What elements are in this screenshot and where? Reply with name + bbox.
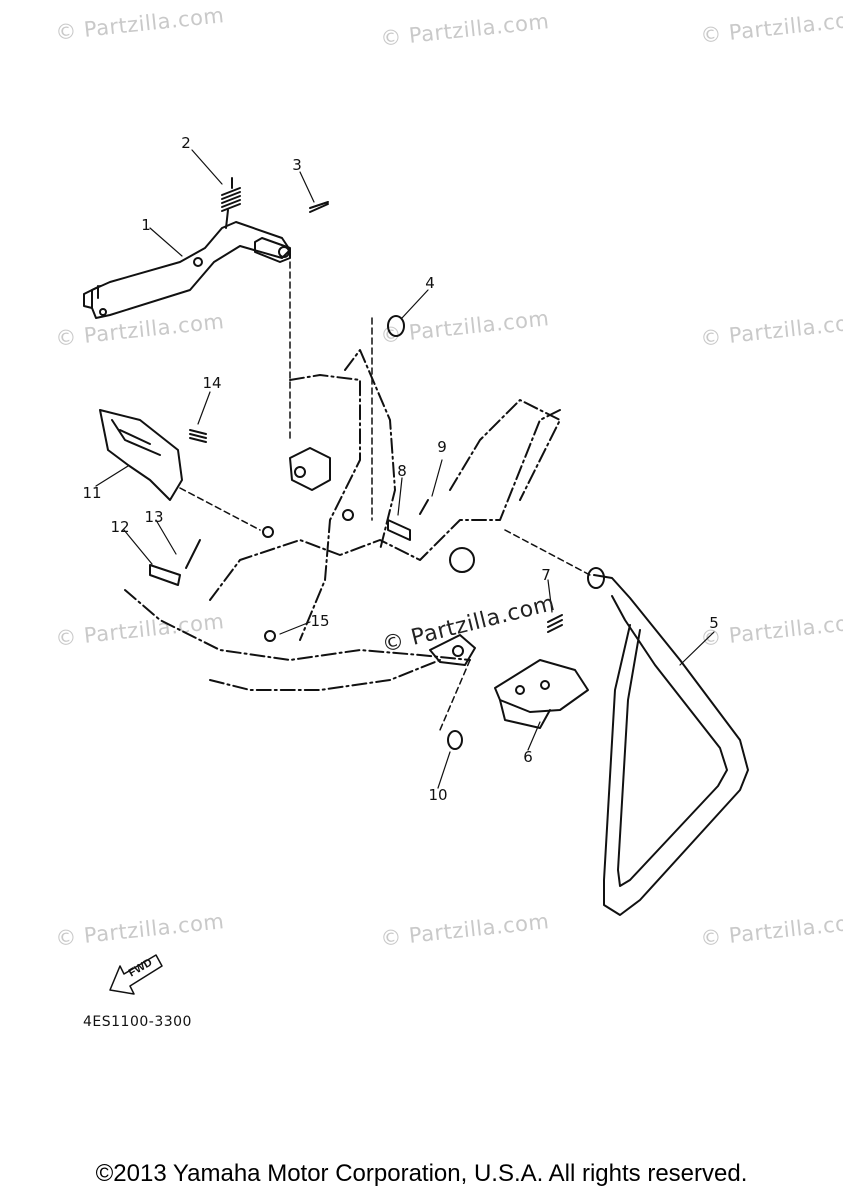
callout-6: 6: [523, 748, 533, 766]
bolt: [387, 519, 411, 541]
footrest-bolt: [149, 564, 181, 586]
callout-8: 8: [397, 462, 407, 480]
footrest-spring-left: [189, 429, 207, 443]
washer-lower: [447, 730, 463, 750]
callout-5: 5: [709, 614, 719, 632]
callout-4: 4: [425, 274, 435, 292]
callout-3: 3: [292, 156, 302, 174]
callout-11: 11: [82, 484, 102, 502]
callout-9: 9: [437, 438, 447, 456]
frame-outline: [124, 349, 561, 691]
callout-leaders: [95, 149, 715, 789]
footrest-spring-right: [547, 614, 563, 633]
fwd-arrow-icon: [109, 954, 163, 995]
footrest-left: [99, 409, 183, 501]
callout-14: 14: [202, 374, 222, 392]
footrest-pin: [185, 539, 201, 569]
pin: [419, 499, 429, 515]
frame-mounts: [262, 447, 476, 666]
brake-spring: [221, 177, 241, 229]
callout-2: 2: [181, 134, 191, 152]
callout-10: 10: [428, 786, 448, 804]
footrest-right: [494, 659, 589, 729]
cotter-pin: [309, 201, 329, 213]
callout-1: 1: [141, 216, 151, 234]
leader-lines: [179, 261, 591, 731]
brake-pedal: [83, 221, 291, 319]
copyright-notice: ©2013 Yamaha Motor Corporation, U.S.A. A…: [95, 1160, 748, 1187]
part-code: 4ES1100-3300: [83, 1014, 192, 1030]
callout-15: 15: [310, 612, 330, 630]
stand: [587, 567, 749, 916]
washer: [387, 315, 405, 337]
callout-12: 12: [110, 518, 130, 536]
callout-7: 7: [541, 566, 551, 584]
callout-13: 13: [144, 508, 164, 526]
